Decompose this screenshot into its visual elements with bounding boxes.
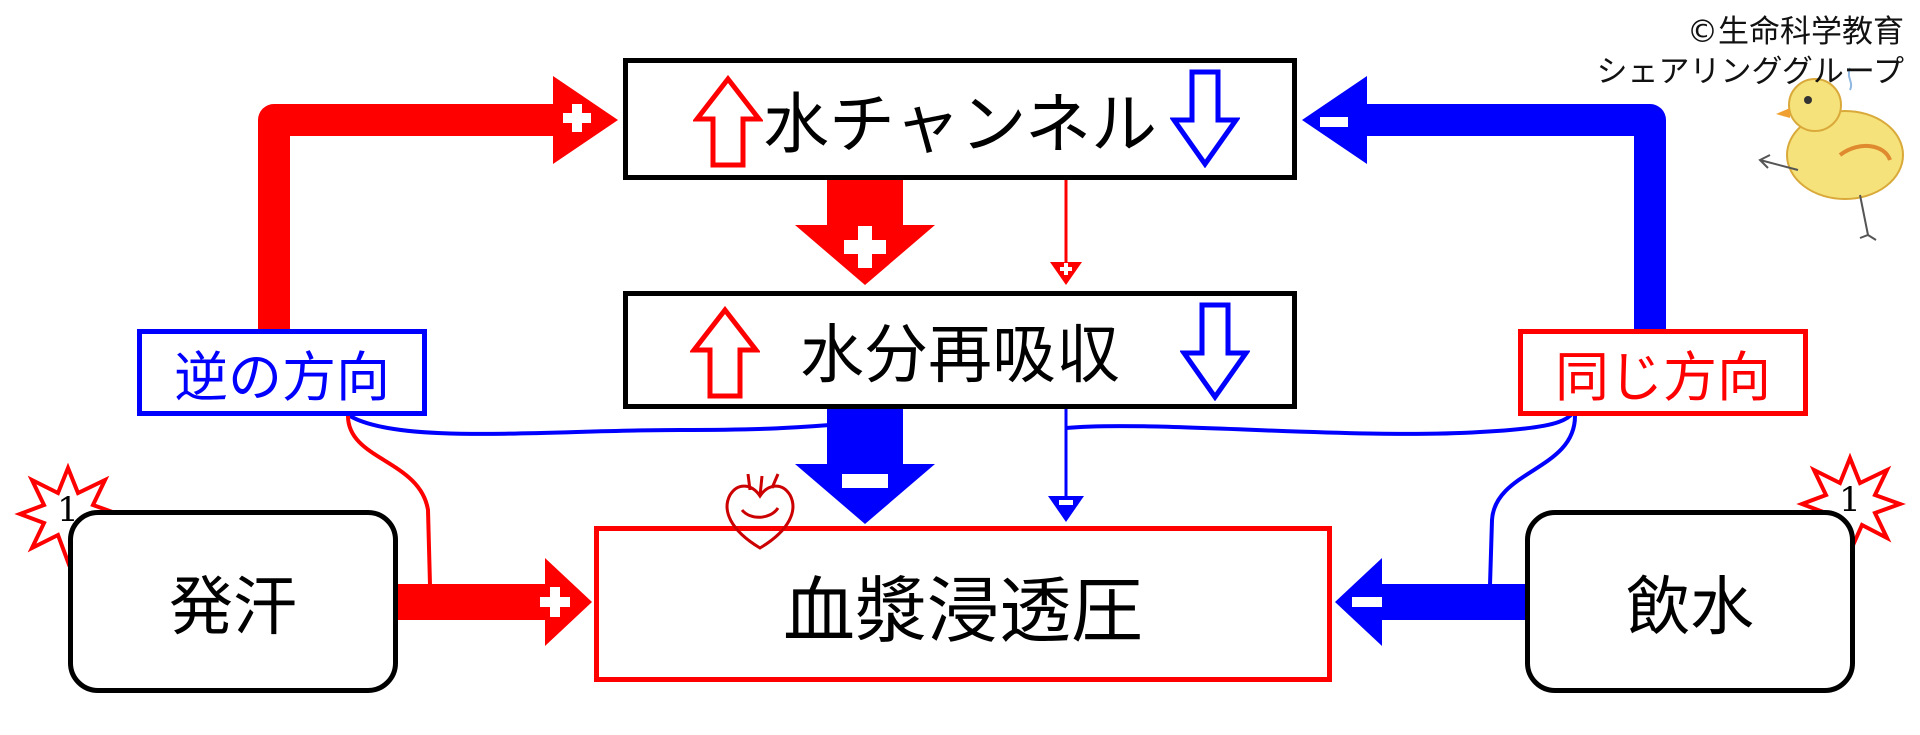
plasma-osmotic-pressure-label: 血漿浸透圧 [782, 568, 1143, 653]
copyright-line-2: シェアリンググループ [1596, 54, 1904, 90]
same-direction-box: 同じ方向 [1518, 329, 1808, 416]
thick-blue-down-arrow [795, 409, 935, 524]
blue-wave-right [1065, 399, 1578, 436]
drinking-box: 飲水 [1525, 510, 1855, 693]
plasma-osmotic-pressure-box: 血漿浸透圧 [594, 526, 1332, 682]
sweating-box: 発汗 [68, 510, 398, 693]
water-reabsorption-label: 水分再吸収 [800, 319, 1120, 393]
water-channel-label: 水チャンネル [762, 86, 1158, 163]
thin-blue-down-arrow [1048, 409, 1084, 522]
sweating-label: 発汗 [169, 570, 297, 645]
drink-badge-number: 1 [1839, 480, 1861, 520]
up-arrow-icon [693, 75, 763, 168]
drinking-label: 飲水 [1626, 570, 1754, 645]
blue-curve-right [1488, 415, 1577, 586]
chick-drawing [1758, 67, 1904, 241]
blue-wave-left [348, 414, 831, 436]
blue-connector-right [1360, 104, 1666, 329]
red-connector-left [258, 104, 560, 329]
copyright-text: ©生命科学教育 シェアリンググループ [1596, 12, 1904, 92]
red-curve-left [346, 415, 432, 586]
same-direction-label: 同じ方向 [1555, 346, 1771, 409]
copyright-line-1: ©生命科学教育 [1687, 14, 1904, 50]
minus-sign-icon [1320, 117, 1348, 127]
water-channel-box: 水チャンネル [623, 58, 1297, 180]
up-arrow-icon [690, 306, 760, 399]
thick-red-down-arrow [795, 180, 935, 285]
plus-sign-icon [563, 104, 591, 132]
heart-icon [725, 473, 795, 550]
red-arrow-sweat [398, 558, 592, 646]
down-arrow-icon [1180, 302, 1250, 401]
blue-arrow-drink [1335, 558, 1525, 646]
opposite-direction-label: 逆の方向 [174, 346, 390, 409]
opposite-direction-box: 逆の方向 [137, 329, 427, 416]
sweat-badge-number: 1 [57, 490, 79, 530]
water-reabsorption-box: 水分再吸収 [623, 291, 1297, 409]
down-arrow-icon [1170, 69, 1240, 168]
thin-red-down-arrow [1050, 180, 1082, 285]
